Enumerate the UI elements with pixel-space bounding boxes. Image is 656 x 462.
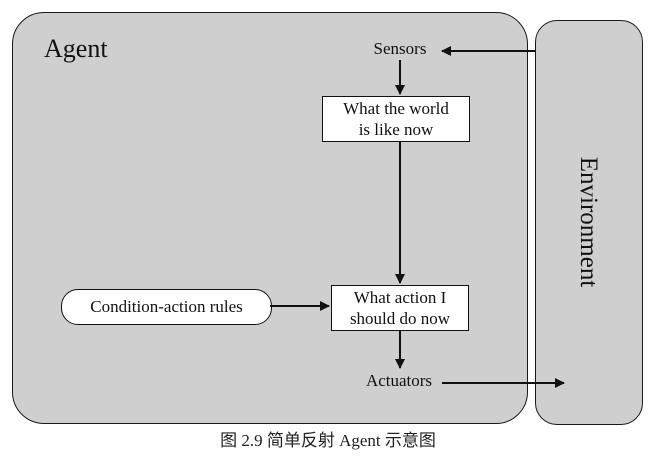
world-state-text: What the world is like now [343, 99, 449, 139]
agent-container [12, 12, 528, 424]
actuators-label: Actuators [365, 371, 433, 390]
agent-title: Agent [44, 34, 108, 63]
world-state-box: What the world is like now [322, 96, 470, 142]
rules-text: Condition-action rules [90, 297, 243, 316]
sensors-label: Sensors [373, 39, 427, 58]
condition-action-rules-box: Condition-action rules [61, 289, 272, 325]
figure-caption: 图 2.9 简单反射 Agent 示意图 [220, 430, 436, 450]
action-box: What action I should do now [331, 285, 469, 331]
action-text: What action I should do now [349, 288, 451, 328]
environment-container [535, 20, 643, 425]
